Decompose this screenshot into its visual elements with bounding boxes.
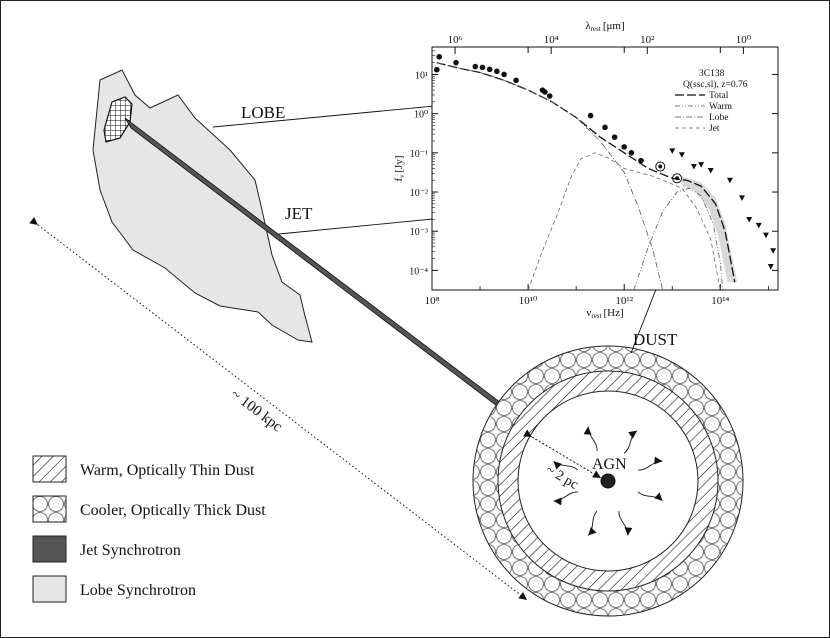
emission-squiggle [587,510,598,536]
legend-swatch-light [32,575,67,603]
emission-squiggle [623,430,638,454]
emission-squiggle [553,491,578,506]
data-point [611,134,618,140]
data-point [486,66,493,73]
data-point [479,64,486,71]
dust-label: DUST [633,330,678,349]
series-total [436,62,736,283]
upper-limit-marker [738,195,745,201]
upper-limit-marker [698,162,705,168]
y-tick-label: 10⁻³ [410,227,428,238]
circled-point [655,161,666,172]
data-point [546,93,553,99]
data-point [513,77,519,84]
data-point [587,112,594,119]
kpc-scale-line [29,216,528,601]
legend-swatch-hatch [32,455,67,483]
emission-squiggle [618,511,633,536]
upper-limit-marker [669,148,676,154]
lobe-label: LOBE [241,103,285,122]
chart-legend-label: Lobe [709,113,729,123]
pc-scale-line [523,429,602,479]
chart-legend-label: Jet [709,124,720,134]
data-point [436,53,443,60]
circled-point-core [675,176,680,181]
x-tick-label: 10¹⁴ [711,295,729,307]
agn-core [600,473,616,489]
y-tick-label: 10¹ [415,70,428,81]
chart-legend-text: 3C138 [699,69,725,79]
upper-limit-marker [746,216,753,223]
x-axis-label: νrest[Hz] [586,307,623,320]
upper-limit-marker [755,222,762,229]
top-tick-label: 10² [640,34,655,46]
hotspot-shape [103,96,133,143]
data-point [621,144,628,150]
emission-squiggle [637,491,663,502]
chart-legend-text: Q(ssc,sl), z=0.76 [683,79,748,90]
series-lobe [436,62,664,291]
top-tick-label: 10⁴ [544,34,559,46]
top-tick-label: 10⁶ [448,34,463,46]
jet-label: JET [285,204,313,223]
y-tick-label: 10⁻⁴ [409,266,428,277]
data-point [494,68,500,75]
upper-limit-marker [726,177,733,184]
uncertainty-band [681,176,738,283]
data-point [501,71,507,78]
y-tick-label: 10⁻² [410,188,428,199]
y-tick-label: 10⁻¹ [410,149,428,160]
y-tick-label: 10⁰ [414,110,428,121]
legend-swatch-dark [32,535,67,563]
data-point [434,66,440,73]
emission-squiggle [638,456,663,471]
legend-label: Lobe Synchrotron [80,582,196,599]
chart-frame [431,46,779,291]
upper-limit-marker [678,152,685,158]
series-warm [633,187,724,291]
circled-point [672,173,683,184]
legend-label: Jet Synchrotron [80,542,181,559]
data-point [602,124,608,131]
agn-label: AGN [592,456,627,473]
sed-chart: 10⁸ 10¹⁰ 10¹² 10¹⁴ 10⁻⁴ 10⁻³ 10⁻² 10⁻¹ 10⁰ 10¹ 10⁶… [393,20,779,320]
upper-limit-marker [690,164,697,170]
top-tick-label: 10⁰ [736,34,752,46]
chart-legend-label: Warm [709,102,733,112]
data-point [542,89,548,95]
upper-limit-marker [762,232,769,239]
upper-limit-marker [707,167,714,174]
legend-swatch-circles [32,495,67,523]
upper-limit-marker [770,248,777,254]
data-point [628,150,635,156]
legend-label: Cooler, Optically Thick Dust [80,502,266,519]
data-point [472,63,479,70]
circled-point-core [658,164,663,169]
x-tick-label: 10¹² [615,295,633,307]
x-tick-label: 10⁸ [425,295,440,307]
series-jet [527,152,721,291]
data-point [638,157,644,164]
legend-label: Warm, Optically Thin Dust [80,462,255,479]
chart-legend-label: Total [709,91,729,101]
data-point [453,59,459,66]
x-tick-label: 10¹⁰ [519,295,538,307]
upper-limit-marker [767,263,774,270]
